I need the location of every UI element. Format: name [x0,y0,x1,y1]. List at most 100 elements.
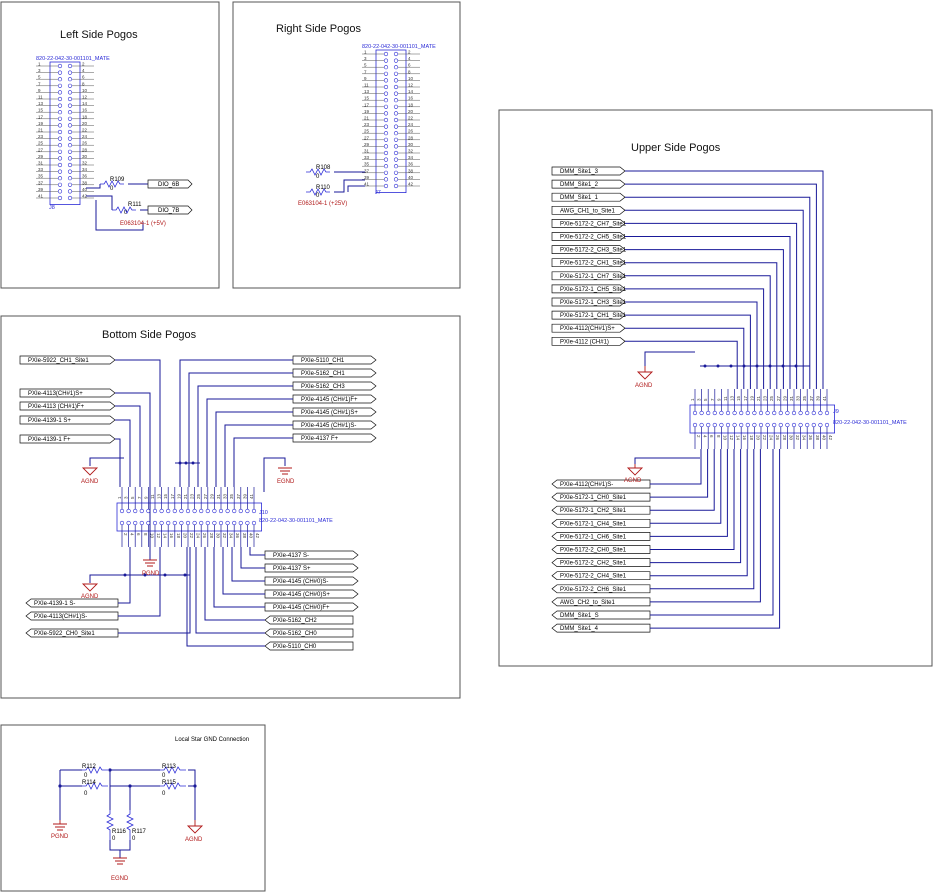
pin-number: 4 [82,68,85,73]
pin-number: 3 [364,56,367,61]
net-port[interactable]: PXIe-4145 (CH#1)S+ [292,407,377,417]
pgnd-symbol: PGND [142,480,160,577]
pin-contact [752,422,757,428]
net-port[interactable]: PXIe-4113(CH#1)S- [25,611,119,621]
panel-frame [0,724,266,892]
net-port[interactable]: PXIe-5172-2_CH1_Site1 [551,258,627,268]
net-port[interactable]: PXIe-5172-2_CH2_Site1 [551,558,651,567]
net-port[interactable]: PXIe-4145 (CH#0)S- [264,576,359,586]
net-port[interactable]: PXIe-4139-1 S+ [19,415,116,425]
net-port-label: PXIe-4145 (CH#1)F+ [301,397,358,403]
net-port[interactable]: DMM_Site1_S [551,610,651,620]
net-port[interactable]: PXIe-4112 (CH#1) [551,336,626,346]
net-port[interactable]: PXIe-5162_CH1 [292,368,377,378]
net-port[interactable]: PXIe-5172-1_CH7_Site1 [551,271,627,281]
net-port[interactable]: PXIe-5172-2_CH3_Site1 [551,245,627,254]
pin-contact [166,520,171,526]
net-port[interactable]: PXIe-5172-1_CH3_Site1 [551,297,627,307]
net-port[interactable]: AWG_CH2_to_Site1 [551,597,651,607]
net-port[interactable]: DMM_Site1_2 [551,179,626,189]
pin-contact [57,110,63,115]
net-port[interactable]: PXIe-4112(CH#1)S- [551,479,651,489]
pin-contact [251,508,257,514]
net-port[interactable]: DMM_Site1_4 [551,623,651,633]
resistor-value: 0 [112,836,116,842]
pin-number: 6 [136,533,141,536]
net-port[interactable]: PXIe-5172-2_CH7_Site1 [551,219,627,228]
net-port[interactable]: PXIe-4137 S+ [264,563,359,573]
pin-contact [67,123,73,128]
pin-contact [699,422,704,428]
net-port[interactable]: PXIe-4113 (CH#1)F+ [19,401,116,411]
pin-contact [67,189,73,194]
net-port[interactable]: PXIe-5922_CH1_Site1 [19,355,116,365]
pin-number: 25 [38,141,44,146]
pin-contact [57,129,63,135]
net-port[interactable]: PXIe-5162_CH3 [292,381,377,391]
pin-contact [67,77,73,82]
pin-contact [251,520,257,526]
net-port[interactable]: PXIe-5162_CH2 [264,615,354,625]
pin-number: 29 [364,142,370,147]
net-port[interactable]: PXIe-5172-1_CH0_Site1 [551,492,651,502]
pin-contact [232,508,237,514]
net-port[interactable]: PXIe-4145 (CH#1)F+ [292,394,377,404]
pin-number: 29 [38,154,44,159]
pin-number: 23 [763,395,768,401]
net-port[interactable]: PXIe-4112(CH#1)S+ [551,323,626,333]
pin-number: 39 [364,175,370,180]
pin-contact [57,123,63,128]
agnd-symbol: AGND [635,366,654,389]
net-port[interactable]: PXIe-4145 (CH#1)S- [292,420,377,430]
net-port[interactable]: PXIe-4139-1 F+ [19,434,116,444]
pin-number: 31 [364,149,370,154]
pin-contact [57,182,63,187]
net-port[interactable]: DMM_Site1_3 [551,166,626,176]
port-dio-6b[interactable]: DIO_6B [147,179,193,189]
net-port[interactable]: PXIe-5172-1_CH5_Site1 [551,284,627,294]
svg-text:AGND: AGND [81,594,99,600]
net-port-label: PXIe-4139-1 F+ [28,437,71,443]
net-port[interactable]: PXIe-5172-2_CH5_Site1 [551,232,627,241]
pin-number: 24 [82,134,88,139]
net-port[interactable]: PXIe-4137 F+ [292,433,377,443]
net-port[interactable]: PXIe-5172-2_CH6_Site1 [551,584,651,594]
net-port[interactable]: PXIe-5172-1_CH4_Site1 [551,518,651,528]
net-port[interactable]: AWG_CH1_to_Site1 [551,205,626,215]
net-port-label: PXIe-5172-2_CH0_Site1 [560,548,627,554]
net-port[interactable]: PXIe-5172-2_CH4_Site1 [551,571,651,581]
net-port[interactable]: PXIe-5172-1_CH2_Site1 [551,505,651,515]
net-port[interactable]: PXIe-5172-1_CH1_Site1 [551,310,627,320]
net-port[interactable]: PXIe-4145 (CH#0)S+ [264,589,359,599]
resistor-value: 0 [84,791,88,797]
pin-number: 8 [408,69,411,74]
net-port-label: PXIe-5922_CH1_Site1 [28,358,89,364]
net-port-label: PXIe-5172-2_CH6_Site1 [560,587,627,593]
net-port[interactable]: DMM_Site1_1 [551,192,626,202]
net-port[interactable]: PXIe-5172-1_CH6_Site1 [551,532,651,541]
upper-top-ports: DMM_Site1_3DMM_Site1_2DMM_Site1_1AWG_CH1… [551,166,824,389]
agnd-symbol: AGND [81,574,124,600]
net-port-label: PXIe-5110_CH0 [273,644,317,650]
pin-number: 40 [821,435,826,441]
net-port-label: PXIe-5172-2_CH1_Site1 [560,261,627,267]
net-port[interactable]: PXIe-5110_CH1 [292,355,377,365]
pin-number: 24 [408,122,414,127]
net-port[interactable]: PXIe-4139-1 S- [25,598,119,608]
net-port[interactable]: PXIe-5110_CH0 [264,641,354,651]
pin-number: 28 [82,147,88,152]
pin-number: 8 [143,533,148,536]
net-port[interactable]: PXIe-4145 (CH#0)F+ [264,602,359,612]
net-port[interactable]: PXIe-5922_CH0_Site1 [25,628,119,638]
net-port[interactable]: PXIe-4137 S- [264,550,359,560]
net-port[interactable]: PXIe-4113(CH#1)S+ [19,388,116,398]
net-port[interactable]: PXIe-5162_CH0 [264,628,354,638]
port-dio-7b[interactable]: DIO_7B [147,205,193,215]
agnd-symbol: AGND [624,464,644,484]
pin-number: 8 [716,435,721,438]
pin-contact [765,422,770,428]
svg-text:EGND: EGND [111,876,129,882]
svg-text:EGND: EGND [277,479,295,485]
net-port[interactable]: PXIe-5172-2_CH0_Site1 [551,545,651,554]
